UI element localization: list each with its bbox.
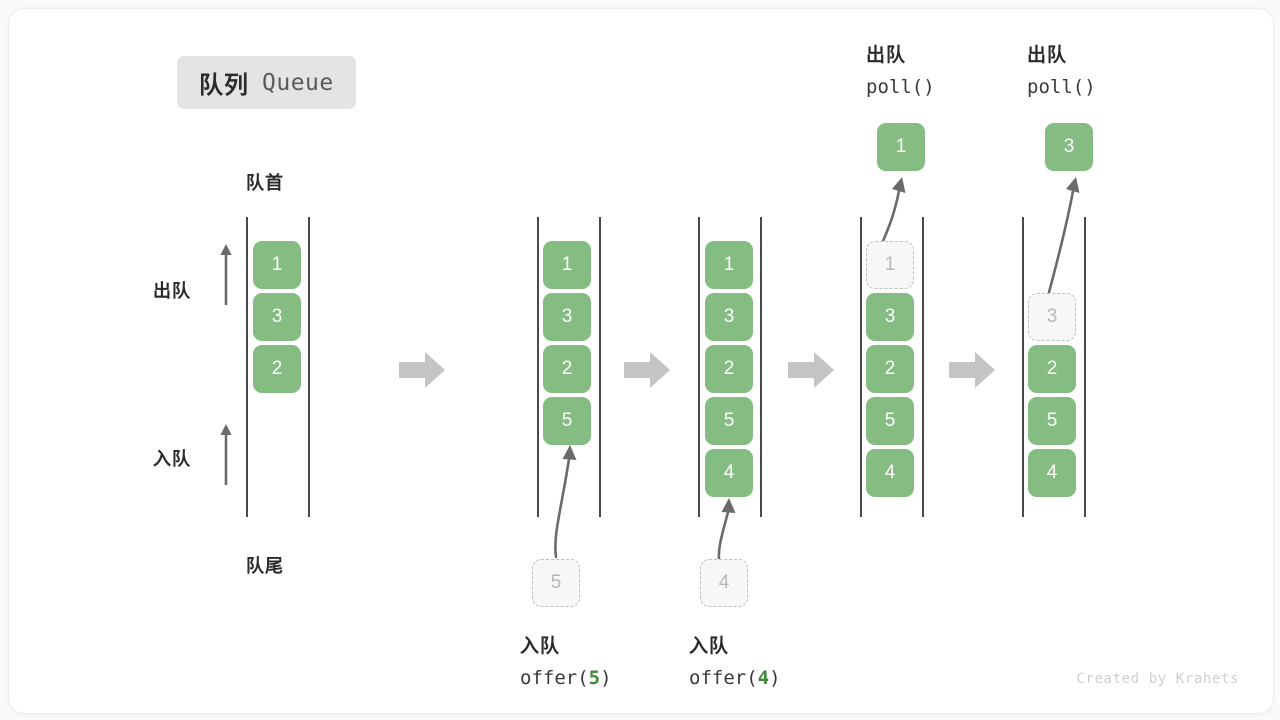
- title-chinese: 队列: [199, 72, 249, 99]
- operation-code-label: offer(5): [520, 667, 612, 689]
- queue-rail-right-2: [599, 217, 601, 517]
- operation-label-cn: 入队: [689, 636, 730, 657]
- operation-code-label: offer(4): [689, 667, 781, 689]
- operation-code-label: poll(): [1027, 76, 1096, 98]
- queue-cell: 1: [253, 241, 301, 289]
- operation-code-prefix: offer(: [689, 667, 758, 689]
- operation-code-suffix: ): [600, 667, 612, 689]
- queue-cell: 3: [543, 293, 591, 341]
- queue-cell-new: 4: [705, 449, 753, 497]
- queue-cell: 2: [253, 345, 301, 393]
- queue-rail-right-3: [760, 217, 762, 517]
- queue-tail-label: 队尾: [246, 556, 284, 576]
- queue-cell: 5: [705, 397, 753, 445]
- queue-rail-right-4: [922, 217, 924, 517]
- queue-rail-right-1: [308, 217, 310, 517]
- enqueue-curve-arrow-icon: [699, 494, 759, 562]
- incoming-ghost-cell: 5: [532, 559, 580, 607]
- diagram-title-badge: 队列 Queue: [177, 56, 356, 109]
- queue-cell: 4: [1028, 449, 1076, 497]
- step-arrow-icon: [399, 349, 445, 391]
- dequeue-direction-label: 出队: [153, 281, 191, 301]
- dequeue-up-arrow-icon: [218, 243, 234, 307]
- queue-cell-new: 5: [543, 397, 591, 445]
- operation-code-label: poll(): [866, 76, 935, 98]
- operation-label-cn: 出队: [1027, 45, 1068, 66]
- queue-rail-left-4: [860, 217, 862, 517]
- queue-cell: 4: [866, 449, 914, 497]
- enqueue-direction-label: 入队: [153, 449, 191, 469]
- enqueue-curve-arrow-icon: [529, 439, 599, 559]
- step-arrow-icon: [949, 349, 995, 391]
- queue-rail-left-3: [698, 217, 700, 517]
- incoming-ghost-cell: 4: [700, 559, 748, 607]
- operation-label-cn: 入队: [520, 636, 561, 657]
- queue-rail-left-2: [537, 217, 539, 517]
- operation-code-prefix: offer(: [520, 667, 589, 689]
- operation-label-cn: 出队: [866, 45, 907, 66]
- diagram-card: 队列 Queue 队首 队尾 出队 入队 1 3 2: [8, 8, 1274, 714]
- queue-rail-left-1: [246, 217, 248, 517]
- queue-cell: 2: [705, 345, 753, 393]
- queue-cell: 5: [866, 397, 914, 445]
- removed-ghost-cell: 3: [1028, 293, 1076, 341]
- queue-cell: 2: [866, 345, 914, 393]
- queue-cell: 2: [543, 345, 591, 393]
- operation-code-suffix: ): [769, 667, 781, 689]
- queue-cell: 3: [705, 293, 753, 341]
- queue-head-label: 队首: [246, 173, 284, 193]
- step-arrow-icon: [788, 349, 834, 391]
- title-english: Queue: [262, 69, 334, 96]
- operation-code-arg: 5: [588, 667, 601, 689]
- queue-cell: 1: [543, 241, 591, 289]
- watermark-credit: Created by Krahets: [1076, 671, 1239, 687]
- queue-cell: 2: [1028, 345, 1076, 393]
- queue-cell: 3: [253, 293, 301, 341]
- removed-ghost-cell: 1: [866, 241, 914, 289]
- queue-cell: 3: [866, 293, 914, 341]
- queue-cell: 5: [1028, 397, 1076, 445]
- outgoing-cell: 3: [1045, 123, 1093, 171]
- queue-cell: 1: [705, 241, 753, 289]
- queue-rail-left-5: [1022, 217, 1024, 517]
- operation-code-arg: 4: [757, 667, 770, 689]
- enqueue-up-arrow-icon: [218, 423, 234, 487]
- outgoing-cell: 1: [877, 123, 925, 171]
- step-arrow-icon: [624, 349, 670, 391]
- queue-rail-right-5: [1084, 217, 1086, 517]
